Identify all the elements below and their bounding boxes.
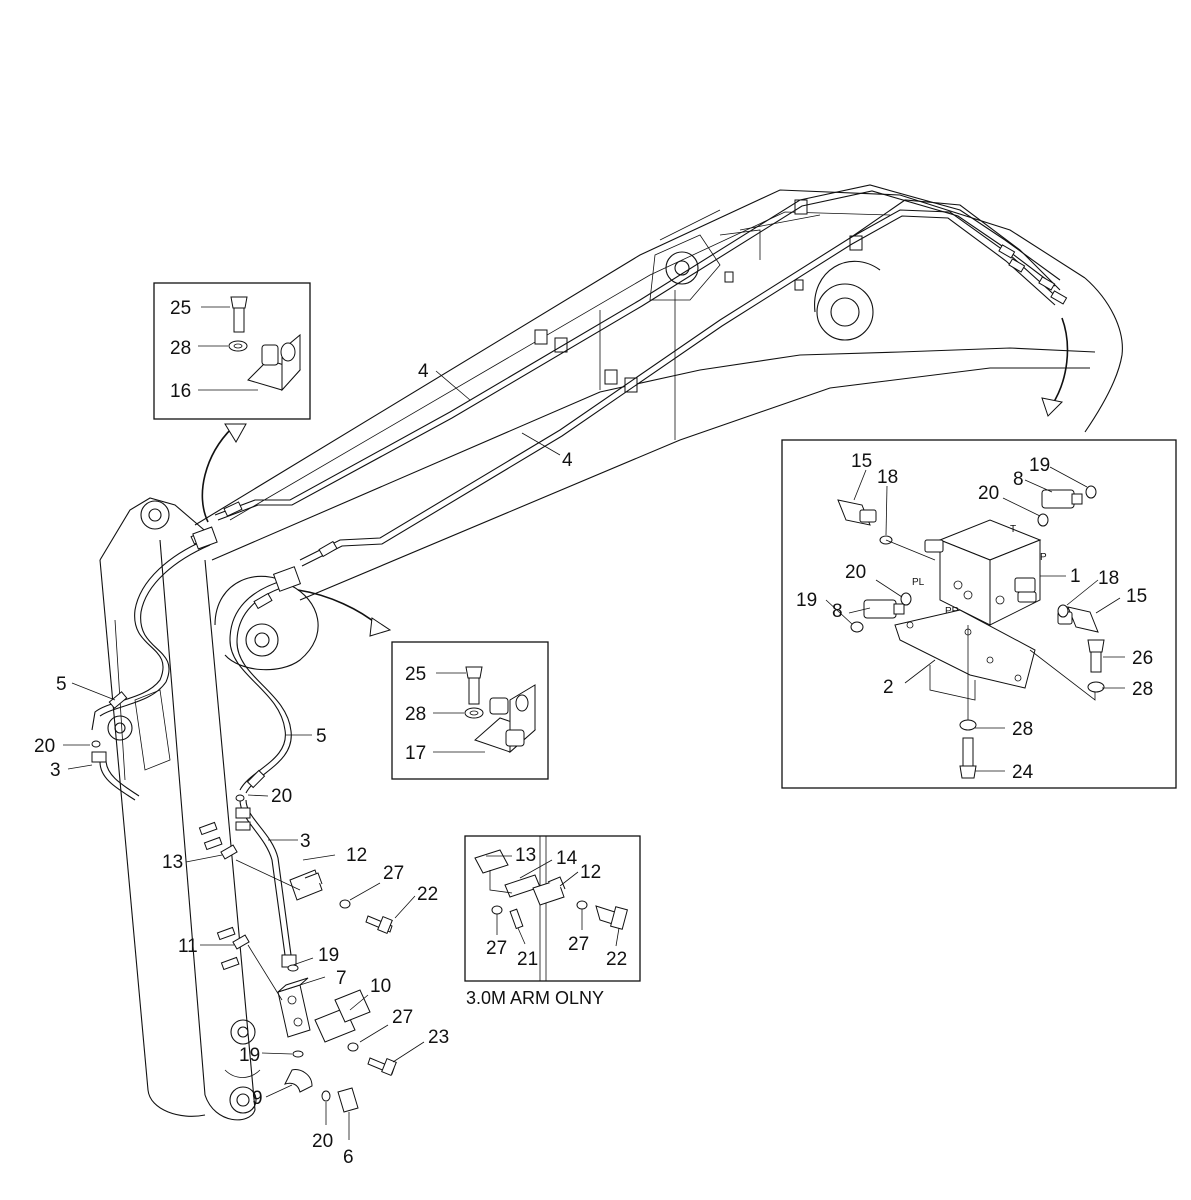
detail-box-bracket-17 [391, 641, 549, 780]
callout-20-right-upper: 20 [978, 483, 999, 504]
callout-23: 23 [428, 1027, 449, 1048]
callout-20-right-lower: 20 [845, 562, 866, 583]
callout-15-upper: 15 [851, 451, 872, 472]
port-label-t: T [1010, 524, 1016, 535]
inset-3m-arm: 3.0M ARM OLNY [464, 835, 641, 1008]
callout-8-lower: 8 [832, 601, 843, 622]
callout-18-upper: 18 [877, 467, 898, 488]
callout-13-arm: 13 [162, 852, 183, 873]
callout-14: 14 [556, 848, 578, 869]
callout-16: 16 [170, 381, 191, 402]
callout-13-inset: 13 [515, 845, 536, 866]
callout-19-right-lower: 19 [796, 590, 817, 611]
callout-12-arm: 12 [346, 845, 367, 866]
callout-4-lower: 4 [562, 450, 573, 471]
callout-19-right-upper: 19 [1029, 455, 1050, 476]
callout-20-arm: 20 [271, 786, 292, 807]
callout-19-arm-upper: 19 [318, 945, 339, 966]
callout-9: 9 [252, 1088, 263, 1109]
inset-caption: 3.0M ARM OLNY [466, 988, 604, 1008]
callout-numbers: 25 28 16 4 4 5 20 3 25 28 17 5 20 3 13 1… [34, 298, 1153, 1168]
callout-27-arm-upper: 27 [383, 863, 404, 884]
callout-17: 17 [405, 743, 426, 764]
arm-structure [99, 497, 319, 1121]
callout-18-lower: 18 [1098, 568, 1119, 589]
callout-15-lower: 15 [1126, 586, 1147, 607]
detail-arrows [201, 317, 1069, 637]
callout-6: 6 [343, 1147, 354, 1168]
callout-25-top: 25 [170, 298, 191, 319]
callout-28-mid: 28 [405, 704, 426, 725]
callout-26: 26 [1132, 648, 1153, 669]
callout-3-left: 3 [50, 760, 61, 781]
callout-5-right: 5 [316, 726, 327, 747]
port-label-pl: PL [912, 577, 925, 588]
callout-4-upper: 4 [418, 361, 429, 382]
callout-28-right-upper: 28 [1132, 679, 1153, 700]
detail-box-bracket-16 [153, 282, 311, 420]
callout-7: 7 [336, 968, 347, 989]
arm-valve-group [91, 740, 397, 1113]
detail-box-valve-1: T P PL PR [781, 439, 1177, 789]
callout-20-bottom: 20 [312, 1131, 333, 1152]
callout-27-arm-lower: 27 [392, 1007, 413, 1028]
callout-27-inset-left: 27 [486, 938, 507, 959]
hydraulic-lines [91, 184, 1068, 968]
leader-lines [63, 306, 1125, 1140]
callout-11: 11 [178, 936, 198, 957]
callout-22-inset: 22 [606, 949, 627, 970]
boom-structure [194, 189, 1123, 601]
callout-8-upper: 8 [1013, 469, 1024, 490]
callout-10: 10 [370, 976, 391, 997]
callout-28-top: 28 [170, 338, 191, 359]
callout-20-left: 20 [34, 736, 55, 757]
callout-2: 2 [883, 677, 894, 698]
port-label-p: P [1040, 552, 1047, 563]
callout-21: 21 [517, 949, 538, 970]
callout-5-left: 5 [56, 674, 67, 695]
callout-24: 24 [1012, 762, 1034, 783]
callout-25-mid: 25 [405, 664, 426, 685]
callout-22-arm: 22 [417, 884, 438, 905]
callout-27-inset-right: 27 [568, 934, 589, 955]
callout-1: 1 [1070, 566, 1081, 587]
callout-19-arm-lower: 19 [239, 1045, 260, 1066]
callout-12-inset: 12 [580, 862, 601, 883]
callout-3-arm: 3 [300, 831, 311, 852]
callout-28-right-lower: 28 [1012, 719, 1033, 740]
